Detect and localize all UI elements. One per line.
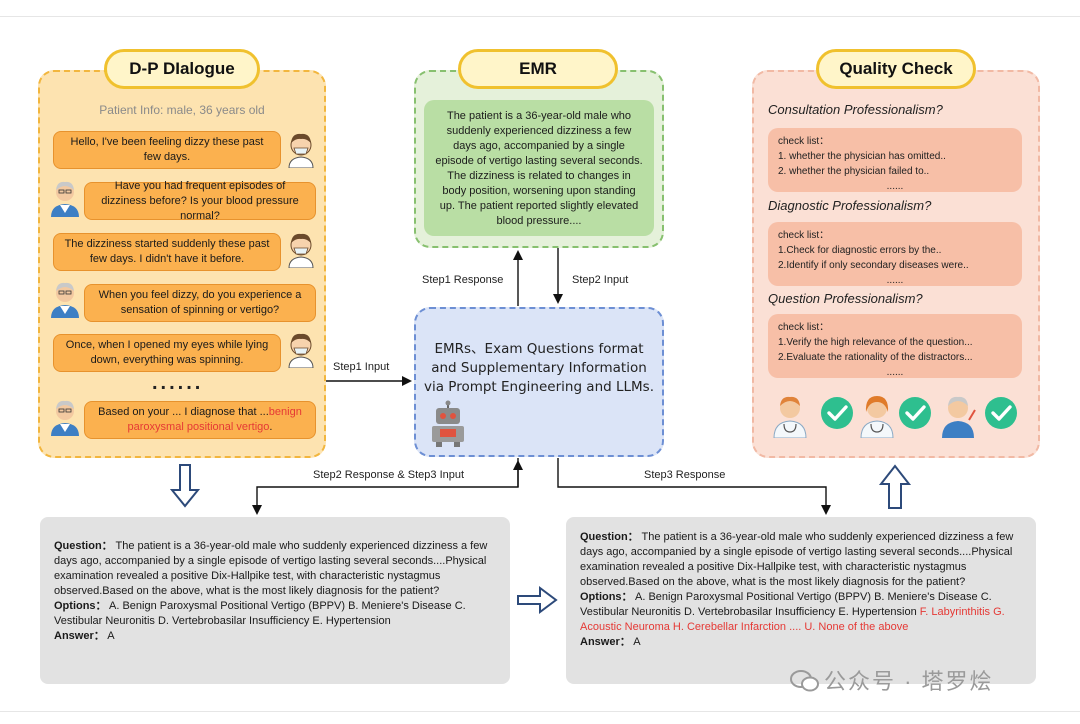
checklist-item: 1. whether the physician has omitted.. bbox=[778, 151, 946, 162]
question-block: Question： The patient is a 36-year-old m… bbox=[580, 530, 1022, 590]
checklist-label: check list： bbox=[778, 136, 830, 147]
reviewer-doctor-icon bbox=[942, 396, 976, 438]
edge-label-step2-response-step3-input: Step2 Response & Step3 Input bbox=[313, 469, 465, 481]
patient-avatar-icon bbox=[288, 333, 314, 368]
arrow-step2-response bbox=[252, 458, 519, 515]
patient-message: Hello, I've been feeling dizzy these pas… bbox=[53, 131, 281, 169]
watermark: 公众号 · 塔罗烩 bbox=[790, 664, 994, 696]
arrow-step3-response bbox=[557, 458, 831, 515]
options-label: Options： bbox=[580, 591, 633, 603]
doctor-message: When you feel dizzy, do you experience a… bbox=[84, 284, 316, 322]
doctor-avatar-icon bbox=[51, 181, 79, 217]
expanded-question-box: Question： The patient is a 36-year-old m… bbox=[566, 517, 1036, 684]
options-text: A. Benign Paroxysmal Positional Vertigo … bbox=[54, 600, 466, 627]
patient-info: Patient Info: male, 36 years old bbox=[99, 103, 265, 117]
answer-block: Answer： A bbox=[580, 635, 1022, 650]
ellipsis: ...... bbox=[152, 372, 204, 394]
checklist-more: ...... bbox=[886, 275, 904, 286]
llm-processing-text: EMRs、Exam Questions format and Supplemen… bbox=[423, 341, 655, 395]
doctor-avatar-icon bbox=[51, 400, 79, 436]
hollow-arrow-up bbox=[878, 464, 912, 509]
extra-options-text: F. Labyrinthitis G. Acoustic Neuroma H. … bbox=[580, 606, 1005, 633]
question-label: Question： bbox=[54, 540, 113, 552]
check-icon bbox=[821, 397, 853, 429]
check-icon bbox=[985, 397, 1017, 429]
patient-message: Once, when I opened my eyes while lying … bbox=[53, 334, 281, 372]
options-block: Options： A. Benign Paroxysmal Positional… bbox=[54, 599, 496, 629]
reviewer-doctor-icon bbox=[860, 396, 894, 438]
quality-checklist: check list： 1. whether the physician has… bbox=[768, 128, 1022, 192]
checklist-item: 2. whether the physician failed to.. bbox=[778, 166, 930, 177]
checklist-more: ...... bbox=[886, 181, 904, 192]
quality-checklist: check list： 1.Verify the high relevance … bbox=[768, 314, 1022, 378]
question-text: The patient is a 36-year-old male who su… bbox=[54, 540, 488, 597]
question-label: Question： bbox=[580, 531, 639, 543]
checklist-item: 2.Identify if only secondary diseases we… bbox=[778, 260, 969, 271]
wechat-icon bbox=[790, 670, 819, 692]
reviewer-doctor-icon bbox=[773, 396, 807, 438]
checklist-item: 2.Evaluate the rationality of the distra… bbox=[778, 352, 973, 363]
dialogue-title: D-P DIalogue bbox=[104, 49, 260, 89]
answer-text: A bbox=[107, 630, 115, 642]
hollow-arrow-down bbox=[169, 464, 201, 508]
checklist-label: check list： bbox=[778, 322, 830, 333]
patient-avatar-icon bbox=[288, 133, 314, 168]
options-block: Options： A. Benign Paroxysmal Positional… bbox=[580, 590, 1022, 635]
question-block: Question： The patient is a 36-year-old m… bbox=[54, 539, 496, 599]
doctor-avatar-icon bbox=[51, 282, 79, 318]
emr-text: The patient is a 36-year-old male who su… bbox=[424, 100, 654, 236]
options-text: A. Benign Paroxysmal Positional Vertigo … bbox=[580, 591, 992, 618]
doctor-diagnosis-message: Based on your ... I diagnose that ...ben… bbox=[84, 401, 316, 439]
bottom-divider bbox=[0, 711, 1080, 712]
generated-question-box: Question： The patient is a 36-year-old m… bbox=[40, 517, 510, 684]
quality-checklist: check list： 1.Check for diagnostic error… bbox=[768, 222, 1022, 286]
patient-avatar-icon bbox=[288, 233, 314, 268]
answer-text: A bbox=[633, 636, 641, 648]
patient-message: The dizziness started suddenly these pas… bbox=[53, 233, 281, 271]
hollow-arrow-right bbox=[517, 586, 558, 614]
quality-check-title: Quality Check bbox=[816, 49, 976, 89]
doctor-message: Have you had frequent episodes of dizzin… bbox=[84, 180, 316, 222]
diagnosis-prefix: Based on your ... I diagnose that ... bbox=[98, 406, 269, 418]
diagnosis-end: . bbox=[269, 421, 273, 433]
checklist-more: ...... bbox=[886, 367, 904, 378]
quality-section-title: Consultation Professionalism? bbox=[768, 102, 943, 117]
checklist-item: 1.Check for diagnostic errors by the.. bbox=[778, 245, 942, 256]
options-label: Options： bbox=[54, 600, 107, 612]
checklist-label: check list： bbox=[778, 230, 830, 241]
watermark-text: 公众号 · 塔罗烩 bbox=[824, 669, 994, 694]
answer-label: Answer： bbox=[580, 636, 631, 648]
robot-icon bbox=[432, 400, 464, 447]
quality-section-title: Diagnostic Professionalism? bbox=[768, 198, 932, 213]
check-icon bbox=[899, 397, 931, 429]
edge-label-step1-response: Step1 Response bbox=[422, 274, 504, 286]
answer-block: Answer： A bbox=[54, 629, 496, 644]
checklist-item: 1.Verify the high relevance of the quest… bbox=[778, 337, 973, 348]
edge-label-step3-response: Step3 Response bbox=[644, 469, 726, 481]
emr-title: EMR bbox=[458, 49, 618, 89]
question-text: The patient is a 36-year-old male who su… bbox=[580, 531, 1014, 588]
edge-label-step2-input: Step2 Input bbox=[572, 274, 629, 286]
top-divider bbox=[0, 16, 1080, 17]
answer-label: Answer： bbox=[54, 630, 105, 642]
quality-section-title: Question Professionalism? bbox=[768, 291, 923, 306]
diagnosis-highlight: benign paroxysmal positional vertigo bbox=[127, 406, 302, 433]
edge-label-step1-input: Step1 Input bbox=[333, 361, 390, 373]
